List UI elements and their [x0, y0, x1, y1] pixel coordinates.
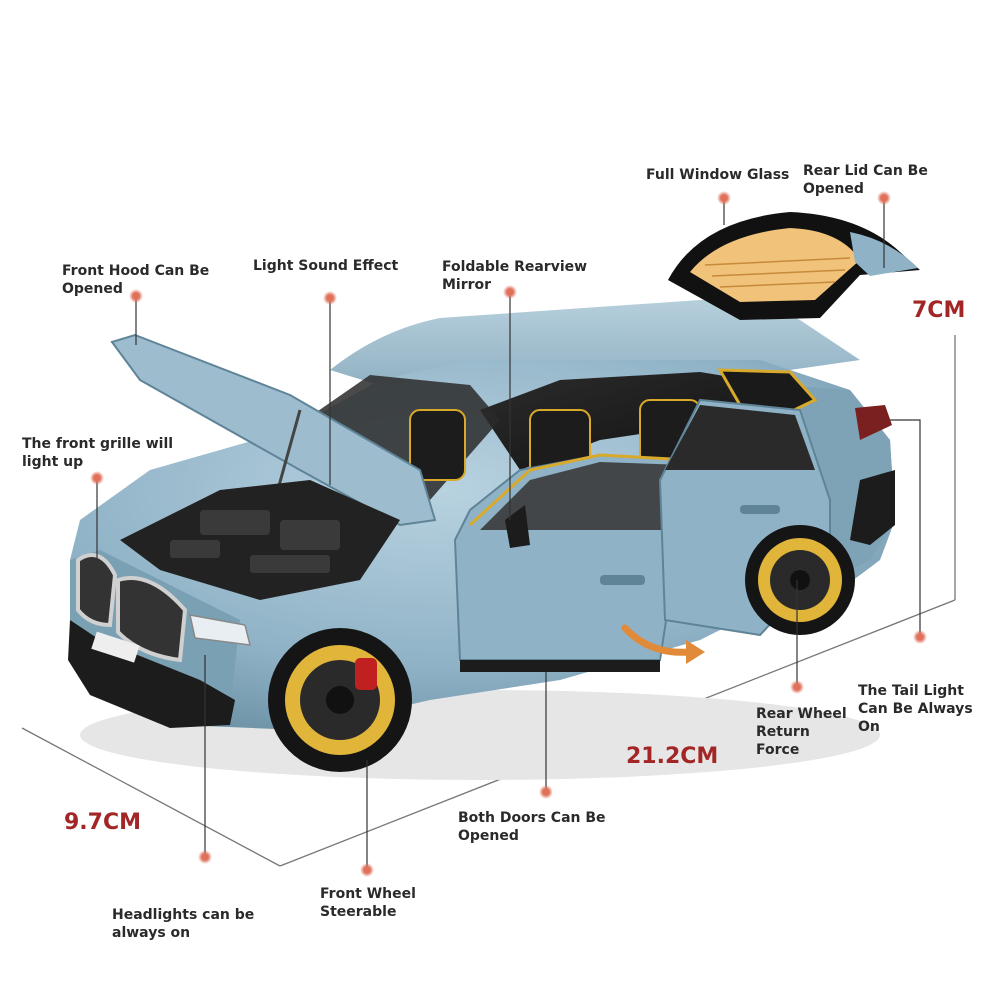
marker-tail-light: [913, 630, 927, 644]
rear-side-window: [717, 368, 818, 414]
label-rear-lid: Rear Lid Can Be Opened: [803, 163, 928, 197]
rear-lid-defroster-lines: [704, 257, 851, 288]
label-light-sound: Light Sound Effect: [253, 258, 399, 274]
front-door-sill: [460, 660, 660, 672]
dimension-length: 21.2CM: [626, 744, 719, 769]
marker-front-grille: [90, 471, 104, 485]
car-model: [68, 212, 920, 772]
tail-light: [855, 405, 892, 440]
marker-full-window-glass: [717, 191, 731, 205]
label-front-wheel: Front Wheel Steerable: [320, 886, 416, 920]
side-mirror: [505, 505, 530, 548]
label-full-window-glass: Full Window Glass: [646, 167, 790, 183]
front-wheel: [268, 628, 412, 772]
engine-details: [170, 510, 340, 573]
dimension-width: 9.7CM: [64, 810, 142, 835]
rear-door-window: [665, 405, 815, 470]
front-door-window: [480, 462, 685, 530]
marker-light-sound: [323, 291, 337, 305]
dimension-height: 7CM: [912, 298, 966, 323]
leader-lines: [96, 200, 921, 868]
headlight: [189, 614, 251, 646]
license-plate: [91, 631, 140, 663]
label-rear-wheel: Rear Wheel Return Force: [756, 706, 847, 758]
front-door-handle: [600, 575, 645, 585]
front-door-trim: [468, 453, 691, 527]
kidney-grille: [76, 553, 188, 663]
front-hood-open: [110, 333, 437, 527]
open-door-arrow-head: [686, 640, 705, 664]
label-tail-light: The Tail Light Can Be Always On: [858, 683, 973, 735]
marker-front-wheel: [360, 863, 374, 877]
rear-wheel: [745, 525, 855, 635]
open-door-arrow: [621, 624, 694, 656]
annotation-markers: [90, 191, 927, 877]
label-headlights: Headlights can be always on: [112, 907, 255, 941]
label-front-hood: Front Hood Can Be Opened: [62, 263, 210, 297]
rear-door-handle: [740, 505, 780, 514]
label-both-doors: Both Doors Can Be Opened: [458, 810, 606, 844]
marker-both-doors: [539, 785, 553, 799]
label-front-grille: The front grille will light up: [22, 436, 174, 470]
marker-rear-lid: [877, 191, 891, 205]
marker-foldable-mirror: [503, 285, 517, 299]
marker-headlights: [198, 850, 212, 864]
rear-bumper: [850, 470, 895, 545]
marker-front-hood: [129, 289, 143, 303]
label-foldable-mirror: Foldable Rearview Mirror: [442, 259, 588, 293]
marker-rear-wheel: [790, 680, 804, 694]
